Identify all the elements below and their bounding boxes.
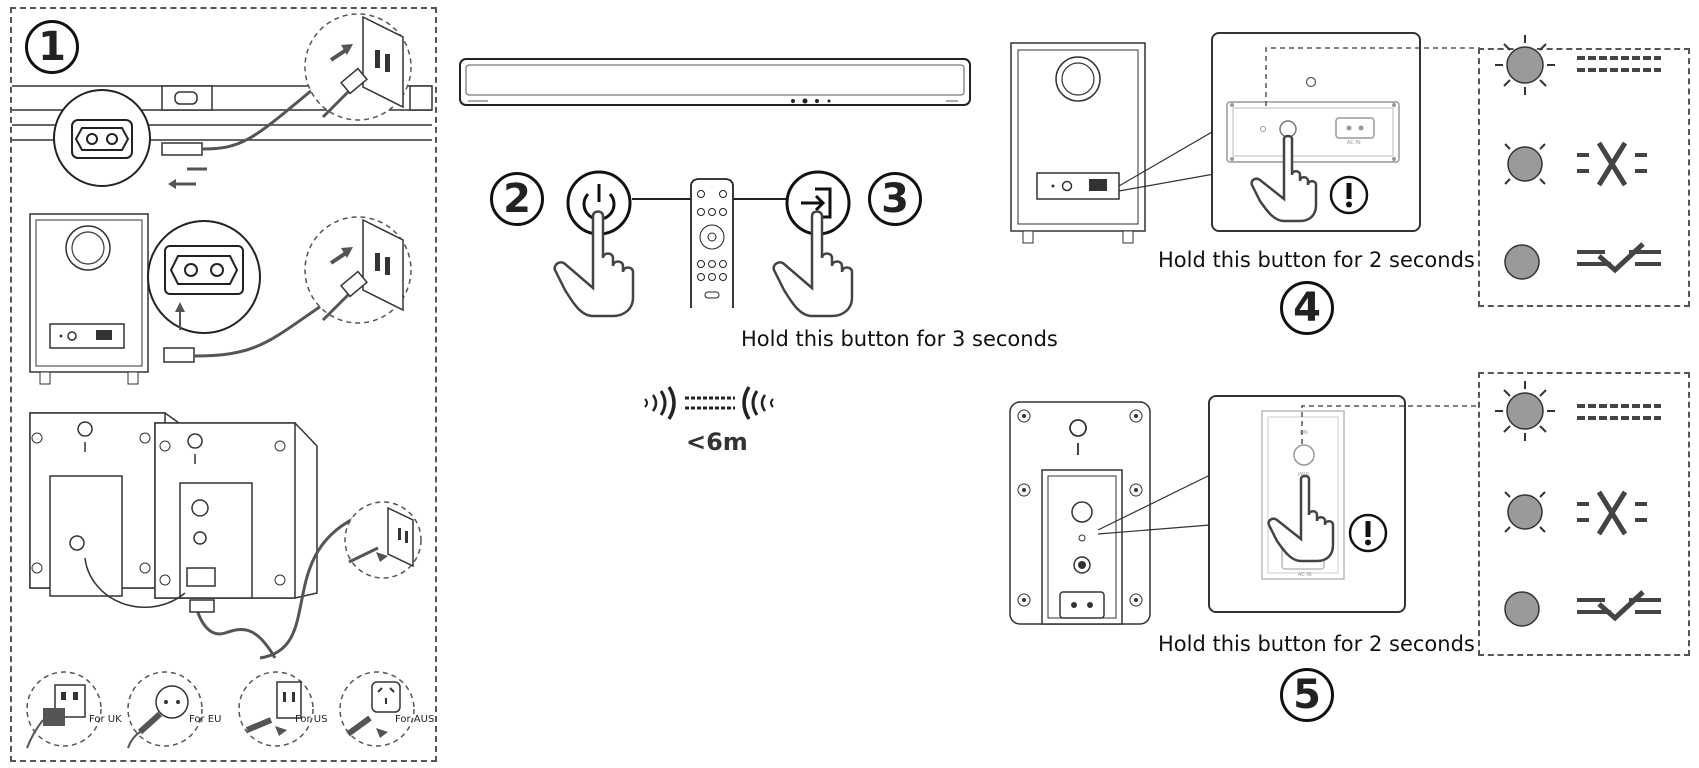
soundbar-front-illustration [459, 58, 971, 106]
subwoofer-rear-step4 [1010, 42, 1232, 244]
arrow-left-icon [168, 179, 196, 189]
plug-us-icon [238, 671, 314, 747]
plug-label-eu: For EU [189, 714, 222, 725]
subwoofer-cable [163, 298, 331, 363]
led-legend-step4 [1478, 48, 1690, 307]
step5-badge: 5 [1280, 668, 1334, 722]
wall-socket-zoom-2 [304, 216, 412, 324]
satellite-rear-step5 [1009, 401, 1211, 625]
ac-in-label-step4: AC IN [1347, 140, 1361, 146]
ac-in-label-step5: AC IN [1298, 572, 1312, 578]
warning-icon-step4 [1329, 175, 1369, 215]
signal-connected-icon [1577, 242, 1661, 274]
plug-label-aus: For AUS [395, 714, 435, 725]
led-legend-step5 [1478, 372, 1690, 656]
led-blinking-icon [1495, 35, 1555, 95]
connector-line-2 [735, 198, 790, 200]
signal-failed-icon-2 [1577, 490, 1647, 536]
step1-badge: 1 [25, 20, 79, 74]
pointing-hand-icon-step4 [1250, 134, 1318, 223]
step3-badge: 3 [868, 172, 922, 226]
wall-socket-zoom-3 [344, 501, 422, 579]
caption-step3: Hold this button for 3 seconds [741, 327, 1058, 351]
led-steady-icon-2 [1504, 591, 1540, 627]
subwoofer-rear-illustration [29, 213, 149, 385]
led-slow-blinking-icon-2 [1504, 491, 1546, 533]
caption-step4: Hold this button for 2 seconds [1158, 248, 1475, 272]
distance-label: <6m [686, 428, 748, 456]
signal-searching-icon-2 [1577, 404, 1661, 420]
step4-badge: 4 [1280, 281, 1334, 335]
wall-socket-zoom-1 [304, 13, 412, 121]
step2-badge: 2 [490, 172, 544, 226]
satellite-speakers-illustration [29, 412, 356, 660]
led-steady-icon [1504, 244, 1540, 280]
plug-eu-icon [127, 671, 203, 749]
ac-inlet-zoom-soundbar [53, 89, 151, 187]
led-slow-blinking-icon [1504, 143, 1546, 185]
step1-panel [10, 7, 437, 762]
plug-aus-icon [339, 671, 415, 747]
subwoofer-panel-zoom [1226, 76, 1400, 163]
led-blinking-icon-2 [1495, 381, 1555, 441]
plug-uk-icon [26, 671, 102, 749]
signal-searching-icon [1577, 56, 1661, 72]
warning-icon-step5 [1348, 513, 1388, 553]
remote-control-illustration [690, 178, 734, 308]
plug-label-uk: For UK [89, 714, 122, 725]
ac-inlet-zoom-subwoofer [147, 220, 261, 334]
pointing-hand-icon-step3 [772, 210, 854, 318]
pointing-hand-icon-step5 [1267, 474, 1335, 563]
signal-failed-icon [1577, 141, 1647, 187]
plug-label-us: For US [295, 714, 328, 725]
wireless-range-icon [644, 386, 774, 420]
caption-step5: Hold this button for 2 seconds [1158, 632, 1475, 656]
signal-connected-icon-2 [1577, 590, 1661, 622]
leader-dashed-step4 [1265, 47, 1480, 106]
on-label-step5: ON [1300, 430, 1308, 436]
pointing-hand-icon-step2 [553, 210, 635, 318]
leader-dashed-step5 [1301, 405, 1480, 444]
